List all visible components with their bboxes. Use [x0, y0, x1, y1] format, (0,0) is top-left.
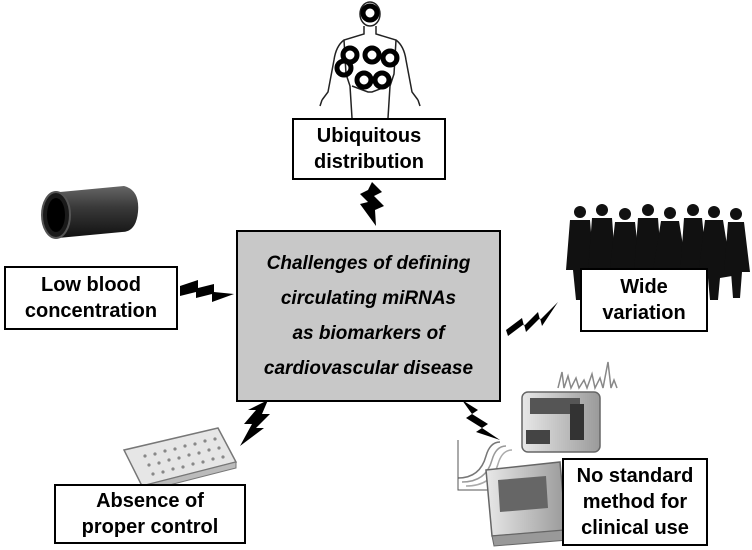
- no-standard-method-box: No standard method for clinical use: [562, 458, 708, 546]
- box-line: Absence of: [96, 490, 204, 512]
- microplate-icon: [122, 427, 238, 493]
- box-line: distribution: [314, 151, 424, 173]
- low-blood-concentration-box: Low blood concentration: [4, 266, 178, 330]
- blood-vessel-tube-icon: [41, 186, 139, 239]
- box-line: variation: [602, 302, 686, 324]
- pcr-machine-icon: [457, 361, 618, 547]
- box-line: Wide: [620, 276, 668, 298]
- central-challenge-box: Challenges of defining circulating miRNA…: [236, 230, 501, 402]
- center-line-3: as biomarkers of: [292, 323, 445, 344]
- box-line: No standard: [576, 465, 694, 487]
- people-silhouettes-icon: [566, 204, 750, 302]
- box-line: proper control: [81, 516, 219, 538]
- box-line: clinical use: [581, 517, 689, 539]
- center-line-4: cardiovascular disease: [263, 358, 474, 379]
- box-line: Ubiquitous: [316, 125, 422, 147]
- absence-of-proper-control-box: Absence of proper control: [54, 484, 246, 544]
- lightning-bolt-icon: [180, 182, 558, 446]
- center-line-2: circulating miRNAs: [280, 288, 457, 309]
- mirna-ring-icon: [334, 3, 400, 90]
- box-line: concentration: [24, 300, 158, 322]
- box-line: Low blood: [41, 274, 141, 296]
- center-line-1: Challenges of defining: [266, 253, 471, 274]
- wide-variation-box: Wide variation: [580, 268, 708, 332]
- box-line: method for: [582, 491, 688, 513]
- ubiquitous-distribution-box: Ubiquitous distribution: [292, 118, 446, 180]
